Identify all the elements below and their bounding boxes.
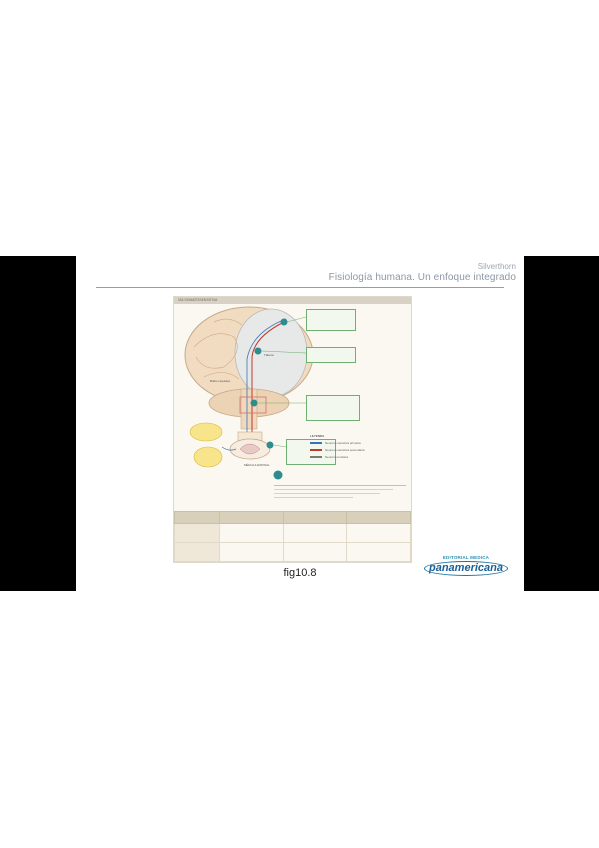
medulla-label: Bulbo raquídeo bbox=[210, 379, 231, 383]
logo-main-text: panamericana bbox=[429, 562, 503, 574]
legend-item: Neurona sensitiva primaria bbox=[310, 441, 400, 445]
figure-caption: fig10.8 bbox=[283, 567, 317, 579]
slide-author: Silverthorn bbox=[477, 262, 516, 271]
table-header-cell bbox=[282, 511, 348, 524]
table-header-cell bbox=[346, 511, 411, 524]
figure-summary-text bbox=[274, 483, 406, 508]
legend-item-label: Neurona terciaria bbox=[325, 455, 349, 459]
callout-note-3 bbox=[306, 395, 360, 421]
table-cell bbox=[219, 523, 284, 543]
textbook-figure: VÍA SOMATOSENSITIVA bbox=[173, 296, 412, 563]
callout-note-1 bbox=[306, 309, 356, 331]
logo-top-text: EDITORIAL MEDICA bbox=[442, 555, 490, 560]
table-row bbox=[173, 523, 411, 543]
table-cell bbox=[282, 523, 348, 543]
slide: Silverthorn Fisiología humana. Un enfoqu… bbox=[76, 256, 524, 591]
table-header-cell bbox=[219, 511, 284, 524]
legend: LEYENDA Neurona sensitiva primaria Neuro… bbox=[310, 434, 400, 468]
legend-swatch bbox=[310, 442, 322, 444]
logo-ring bbox=[424, 561, 508, 576]
callout-note-2 bbox=[306, 347, 356, 363]
table-cell bbox=[346, 523, 411, 543]
legend-item: Neurona terciaria bbox=[310, 455, 400, 459]
legend-swatch bbox=[310, 456, 322, 458]
brain-illustration bbox=[184, 306, 314, 480]
legend-item-label: Neurona sensitiva primaria bbox=[325, 441, 361, 445]
legend-swatch bbox=[310, 449, 322, 451]
table-row-head bbox=[173, 523, 221, 543]
slide-book-title: Fisiología humana. Un enfoque integrado bbox=[328, 272, 516, 283]
table-row-head bbox=[173, 542, 221, 562]
figure-summary-table bbox=[173, 511, 411, 562]
table-header-row bbox=[173, 511, 411, 524]
legend-item: Neurona sensitiva secundaria bbox=[310, 448, 400, 452]
table-cell bbox=[346, 542, 411, 562]
legend-item-label: Neurona sensitiva secundaria bbox=[325, 448, 365, 452]
thalamus-label: Tálamo bbox=[264, 353, 275, 357]
spinal-cord-label: MÉDULA ESPINAL bbox=[244, 463, 270, 467]
legend-title: LEYENDA bbox=[310, 434, 325, 438]
publisher-logo: EDITORIAL MEDICA panamericana bbox=[422, 555, 510, 579]
table-cell bbox=[219, 542, 284, 562]
figure-header: VÍA SOMATOSENSITIVA bbox=[174, 297, 411, 304]
table-header-cell bbox=[173, 511, 221, 524]
header-divider bbox=[96, 287, 504, 288]
table-cell bbox=[282, 542, 348, 562]
table-row bbox=[173, 542, 411, 562]
